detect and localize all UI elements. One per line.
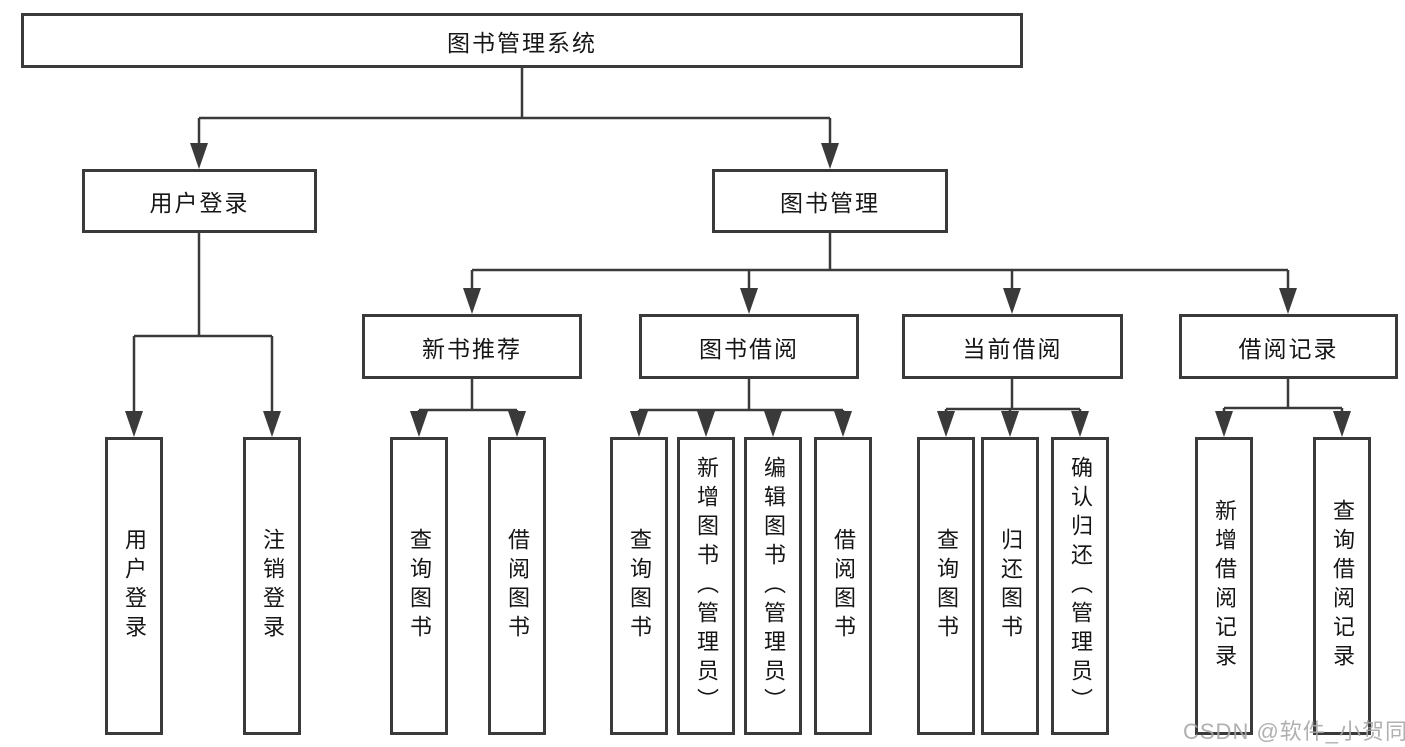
leaf-newbooks-query-books: 查询图书 xyxy=(390,437,448,735)
leaf-current-return-books: 归还图书 xyxy=(981,437,1039,735)
leaf-label: 编辑图书（管理员） xyxy=(761,455,786,717)
leaf-current-confirm-return-admin: 确认归还（管理员） xyxy=(1051,437,1109,735)
leaf-records-query-record: 查询借阅记录 xyxy=(1313,437,1371,735)
leaf-borrowing-edit-books-admin: 编辑图书（管理员） xyxy=(744,437,802,735)
leaf-label: 查询借阅记录 xyxy=(1330,499,1355,673)
leaf-label: 用户登录 xyxy=(122,528,147,644)
leaf-label: 查询图书 xyxy=(627,528,652,644)
leaf-label: 确认归还（管理员） xyxy=(1068,455,1093,717)
node-label: 图书借阅 xyxy=(699,335,799,362)
arrowheads xyxy=(125,143,1351,437)
leaf-label: 注销登录 xyxy=(260,528,285,644)
node-new-book-recommendation: 新书推荐 xyxy=(362,314,582,379)
node-label: 新书推荐 xyxy=(422,335,522,362)
leaf-borrowing-query-books: 查询图书 xyxy=(610,437,668,735)
node-label: 用户登录 xyxy=(149,190,250,216)
node-label: 图书管理系统 xyxy=(447,29,597,56)
node-current-borrowing: 当前借阅 xyxy=(902,314,1123,379)
leaf-borrowing-add-books-admin: 新增图书（管理员） xyxy=(677,437,735,735)
csdn-watermark: CSDN @软件_小贺同学 xyxy=(1183,719,1405,744)
node-label: 图书管理 xyxy=(780,190,880,216)
leaf-user-login: 用户登录 xyxy=(105,437,163,735)
node-borrow-records: 借阅记录 xyxy=(1179,314,1398,379)
node-user-login: 用户登录 xyxy=(82,169,317,233)
leaf-label: 新增图书（管理员） xyxy=(694,455,719,717)
leaf-newbooks-borrow-books: 借阅图书 xyxy=(488,437,546,735)
node-label: 借阅记录 xyxy=(1238,335,1339,362)
node-book-borrowing: 图书借阅 xyxy=(639,314,859,379)
leaf-records-add-record: 新增借阅记录 xyxy=(1195,437,1253,735)
node-book-management: 图书管理 xyxy=(712,169,948,233)
leaf-label: 查询图书 xyxy=(407,528,432,644)
leaf-logout: 注销登录 xyxy=(243,437,301,735)
leaf-borrowing-borrow-books: 借阅图书 xyxy=(814,437,872,735)
leaf-current-query-books: 查询图书 xyxy=(917,437,975,735)
node-label: 当前借阅 xyxy=(962,335,1063,362)
leaf-label: 借阅图书 xyxy=(505,528,530,644)
leaf-label: 归还图书 xyxy=(998,528,1023,644)
leaf-label: 查询图书 xyxy=(934,528,959,644)
node-library-management-system: 图书管理系统 xyxy=(21,13,1023,68)
leaf-label: 借阅图书 xyxy=(831,528,856,644)
leaf-label: 新增借阅记录 xyxy=(1212,499,1237,673)
